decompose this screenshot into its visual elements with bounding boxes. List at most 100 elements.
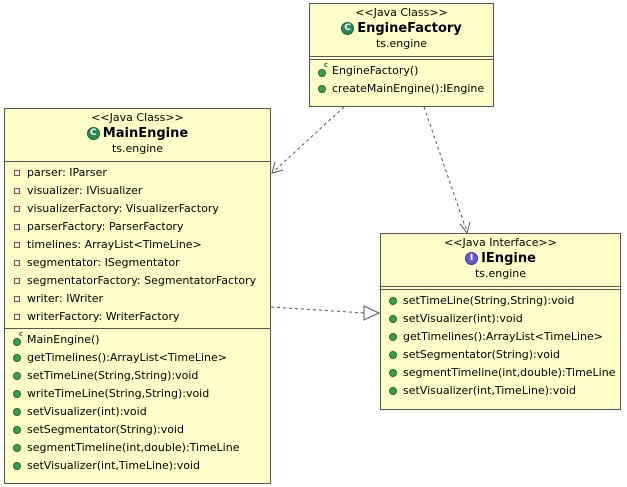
public-method-icon xyxy=(11,388,23,400)
operation-label: setSegmentator(String):void xyxy=(27,423,185,436)
constructor-icon: c xyxy=(11,331,23,346)
private-field-icon xyxy=(11,275,23,287)
attribute-row[interactable]: visualizerFactory: VisualizerFactory xyxy=(5,200,270,218)
operation-row[interactable]: writeTimeLine(String,String):void xyxy=(5,385,270,403)
attribute-row[interactable]: visualizer: IVisualizer xyxy=(5,182,270,200)
operation-label: setVisualizer(int):void xyxy=(27,405,147,418)
operation-row[interactable]: setVisualizer(int,TimeLine):void xyxy=(5,457,270,475)
engine-factory-stereotype: <<Java Class>> xyxy=(355,6,448,19)
iengine-stereotype: <<Java Interface>> xyxy=(444,236,557,249)
private-field-icon xyxy=(11,257,23,269)
main-engine-package: ts.engine xyxy=(111,142,164,155)
divider xyxy=(310,59,493,60)
private-field-icon xyxy=(11,167,23,179)
dependency-factory-to-mainengine xyxy=(272,106,345,173)
operation-row[interactable]: setTimeLine(String,String):void xyxy=(5,367,270,385)
divider xyxy=(5,328,270,329)
constructor-icon: c xyxy=(316,62,328,77)
operation-row[interactable]: setVisualizer(int,TimeLine):void xyxy=(381,382,620,400)
operation-label: setVisualizer(int):void xyxy=(403,312,523,325)
main-engine-attributes: parser: IParser visualizer: IVisualizer … xyxy=(5,162,270,328)
attribute-label: parserFactory: ParserFactory xyxy=(27,220,184,233)
operation-row[interactable]: segmentTimeline(int,double):TimeLine xyxy=(381,364,620,382)
attribute-row[interactable]: writer: IWriter xyxy=(5,290,270,308)
divider xyxy=(381,289,620,290)
iengine-header: <<Java Interface>> I IEngine ts.engine xyxy=(381,234,620,281)
operation-label: EngineFactory() xyxy=(332,64,419,77)
public-method-icon xyxy=(11,352,23,364)
public-method-icon xyxy=(11,460,23,472)
operation-row[interactable]: getTimelines():ArrayList<TimeLine> xyxy=(5,349,270,367)
attribute-label: visualizerFactory: VisualizerFactory xyxy=(27,202,219,215)
iengine-operations: setTimeLine(String,String):void setVisua… xyxy=(381,290,620,402)
private-field-icon xyxy=(11,221,23,233)
iengine-interface[interactable]: <<Java Interface>> I IEngine ts.engine s… xyxy=(380,233,621,410)
public-method-icon xyxy=(11,370,23,382)
operation-label: setTimeLine(String,String):void xyxy=(27,369,199,382)
class-icon: C xyxy=(341,22,355,35)
attribute-label: writer: IWriter xyxy=(27,292,103,305)
operation-row[interactable]: setVisualizer(int):void xyxy=(381,310,620,328)
operation-row[interactable]: setTimeLine(String,String):void xyxy=(381,292,620,310)
attribute-label: writerFactory: WriterFactory xyxy=(27,310,180,323)
operation-label: segmentTimeline(int,double):TimeLine xyxy=(27,441,240,454)
attribute-row[interactable]: parser: IParser xyxy=(5,164,270,182)
operation-row[interactable]: createMainEngine():IEngine xyxy=(310,80,493,98)
dependency-factory-to-iengine xyxy=(423,106,468,233)
operation-label: createMainEngine():IEngine xyxy=(332,82,485,95)
operation-label: segmentTimeline(int,double):TimeLine xyxy=(403,366,616,379)
attribute-label: visualizer: IVisualizer xyxy=(27,184,143,197)
operation-row[interactable]: c MainEngine() xyxy=(5,331,270,349)
public-method-icon xyxy=(387,349,399,361)
interface-icon: I xyxy=(465,252,479,265)
attribute-row[interactable]: timelines: ArrayList<TimeLine> xyxy=(5,236,270,254)
private-field-icon xyxy=(11,185,23,197)
operation-label: writeTimeLine(String,String):void xyxy=(27,387,210,400)
operation-row[interactable]: getTimelines():ArrayList<TimeLine> xyxy=(381,328,620,346)
engine-factory-header: <<Java Class>> C EngineFactory ts.engine xyxy=(310,4,493,51)
public-method-icon xyxy=(387,313,399,325)
main-engine-name: MainEngine xyxy=(102,126,189,141)
divider xyxy=(381,286,620,289)
public-method-icon xyxy=(387,385,399,397)
operation-label: getTimelines():ArrayList<TimeLine> xyxy=(27,351,227,364)
operation-row[interactable]: segmentTimeline(int,double):TimeLine xyxy=(5,439,270,457)
engine-factory-class[interactable]: <<Java Class>> C EngineFactory ts.engine… xyxy=(309,3,494,107)
operation-row[interactable]: setSegmentator(String):void xyxy=(5,421,270,439)
attribute-label: segmentator: ISegmentator xyxy=(27,256,180,269)
attribute-row[interactable]: parserFactory: ParserFactory xyxy=(5,218,270,236)
public-method-icon xyxy=(11,406,23,418)
attribute-label: parser: IParser xyxy=(27,166,107,179)
attribute-row[interactable]: segmentatorFactory: SegmentatorFactory xyxy=(5,272,270,290)
public-method-icon xyxy=(387,331,399,343)
engine-factory-operations: c EngineFactory() createMainEngine():IEn… xyxy=(310,60,493,100)
arrowhead-mainengine xyxy=(271,161,284,174)
iengine-name: IEngine xyxy=(481,251,536,266)
operation-label: MainEngine() xyxy=(27,333,100,346)
engine-factory-package: ts.engine xyxy=(375,37,428,50)
operation-row[interactable]: setSegmentator(String):void xyxy=(381,346,620,364)
class-icon: C xyxy=(86,127,100,140)
iengine-package: ts.engine xyxy=(474,267,527,280)
main-engine-operations: c MainEngine() getTimelines():ArrayList<… xyxy=(5,329,270,477)
attribute-label: segmentatorFactory: SegmentatorFactory xyxy=(27,274,257,287)
attribute-label: timelines: ArrayList<TimeLine> xyxy=(27,238,202,251)
attribute-row[interactable]: segmentator: ISegmentator xyxy=(5,254,270,272)
private-field-icon xyxy=(11,311,23,323)
main-engine-class[interactable]: <<Java Class>> C MainEngine ts.engine pa… xyxy=(4,108,271,484)
private-field-icon xyxy=(11,293,23,305)
operation-row[interactable]: setVisualizer(int):void xyxy=(5,403,270,421)
engine-factory-name: EngineFactory xyxy=(357,21,462,36)
public-method-icon xyxy=(387,367,399,379)
operation-label: getTimelines():ArrayList<TimeLine> xyxy=(403,330,603,343)
operation-label: setVisualizer(int,TimeLine):void xyxy=(403,384,577,397)
operation-label: setTimeLine(String,String):void xyxy=(403,294,575,307)
attribute-row[interactable]: writerFactory: WriterFactory xyxy=(5,308,270,326)
divider xyxy=(310,56,493,59)
operation-row[interactable]: c EngineFactory() xyxy=(310,62,493,80)
public-method-icon xyxy=(11,424,23,436)
public-method-icon xyxy=(11,442,23,454)
main-engine-header: <<Java Class>> C MainEngine ts.engine xyxy=(5,109,270,156)
main-engine-stereotype: <<Java Class>> xyxy=(91,111,184,124)
